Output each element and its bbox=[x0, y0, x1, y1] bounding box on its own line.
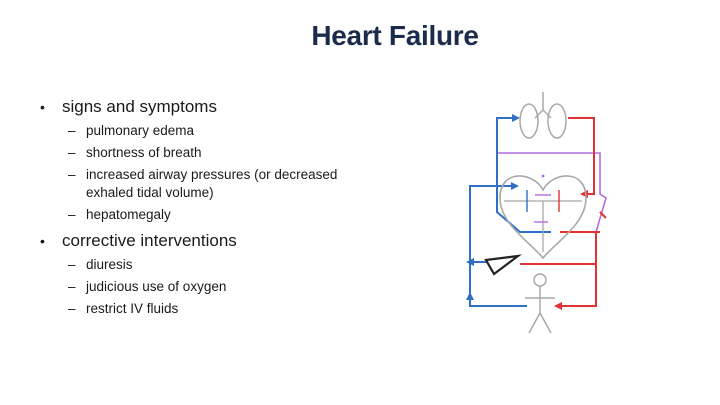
dash-mark: – bbox=[68, 145, 76, 160]
bullet-dot: • bbox=[40, 99, 45, 115]
sub-bullet-text: pulmonary edema bbox=[86, 123, 195, 138]
dash-mark: – bbox=[68, 257, 76, 272]
sub-bullet: – pulmonary edema bbox=[40, 122, 380, 140]
sub-bullet-text: increased airway pressures (or decreased… bbox=[86, 167, 338, 200]
liver-triangle-icon bbox=[484, 254, 522, 276]
dash-mark: – bbox=[68, 301, 76, 316]
venous-flow bbox=[469, 117, 551, 307]
dash-mark: – bbox=[68, 123, 76, 138]
sub-bullet: – increased airway pressures (or decreas… bbox=[40, 166, 380, 202]
sub-bullet-text: diuresis bbox=[86, 257, 133, 272]
sub-bullet-text: judicious use of oxygen bbox=[86, 279, 227, 294]
bullet-content: • signs and symptoms – pulmonary edema –… bbox=[40, 96, 380, 324]
circulation-diagram bbox=[466, 92, 607, 334]
arterial-flow bbox=[520, 117, 607, 307]
dash-mark: – bbox=[68, 279, 76, 294]
bullet-corrective-interventions: • corrective interventions bbox=[40, 230, 380, 252]
sub-bullet: – hepatomegaly bbox=[40, 206, 380, 224]
sublist-interventions: – diuresis – judicious use of oxygen – r… bbox=[40, 256, 380, 318]
sub-bullet: – diuresis bbox=[40, 256, 380, 274]
dash-mark: – bbox=[68, 167, 76, 182]
heart-icon bbox=[499, 174, 587, 260]
sub-bullet: – shortness of breath bbox=[40, 144, 380, 162]
sub-bullet: – restrict IV fluids bbox=[40, 300, 380, 318]
venous-arrowheads bbox=[466, 114, 520, 300]
bullet-heading: corrective interventions bbox=[62, 231, 237, 250]
sub-bullet-text: restrict IV fluids bbox=[86, 301, 179, 316]
bullet-signs-and-symptoms: • signs and symptoms bbox=[40, 96, 380, 118]
sub-bullet-text: hepatomegaly bbox=[86, 207, 171, 222]
sub-bullet-text: shortness of breath bbox=[86, 145, 202, 160]
sub-bullet: – judicious use of oxygen bbox=[40, 278, 380, 296]
bullet-dot: • bbox=[40, 233, 45, 249]
bullet-heading: signs and symptoms bbox=[62, 97, 217, 116]
dash-mark: – bbox=[68, 207, 76, 222]
lungs-icon bbox=[519, 92, 567, 139]
slide-title: Heart Failure bbox=[311, 20, 479, 51]
pulmonary-flow bbox=[497, 152, 607, 233]
person-icon bbox=[525, 273, 555, 334]
sublist-signs: – pulmonary edema – shortness of breath … bbox=[40, 122, 380, 224]
